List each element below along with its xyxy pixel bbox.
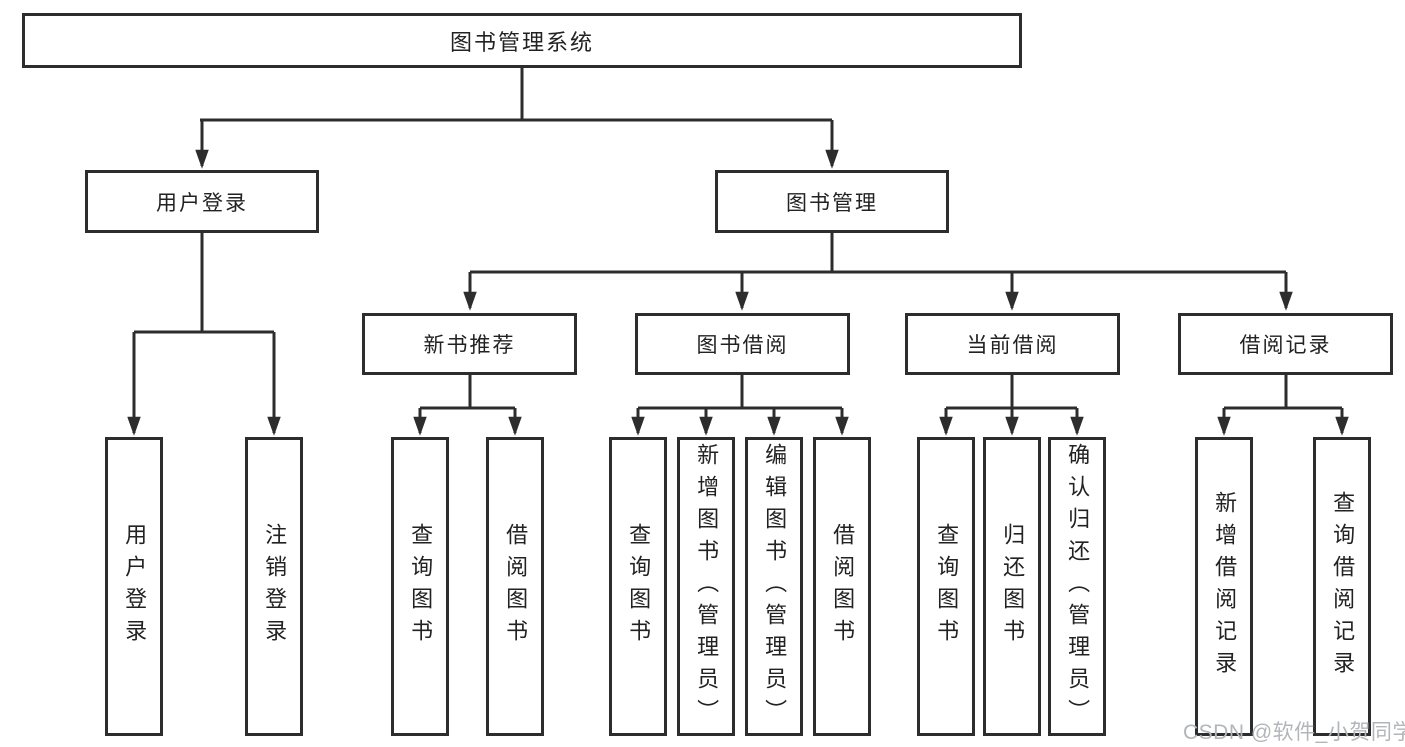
leaf-add-books-admin: 新增图书（管理员） (677, 437, 735, 736)
leaf-query-books-current: 查询图书 (917, 437, 975, 736)
node-label: 借阅图书 (503, 522, 529, 651)
node-new-book-recommend: 新书推荐 (362, 313, 577, 375)
node-label: 归还图书 (1000, 522, 1026, 651)
leaf-query-borrow-record: 查询借阅记录 (1313, 437, 1371, 736)
leaf-borrow-books: 借阅图书 (813, 437, 871, 736)
leaf-logout: 注销登录 (245, 437, 303, 736)
node-label: 确认归还（管理员） (1065, 442, 1091, 731)
node-label: 新书推荐 (423, 334, 516, 357)
leaf-add-borrow-record: 新增借阅记录 (1195, 437, 1253, 736)
csdn-watermark: CSDN @软件_小贺同学 (1183, 721, 1405, 744)
leaf-edit-books-admin: 编辑图书（管理员） (745, 437, 803, 736)
node-label: 图书借阅 (696, 334, 789, 357)
node-label: 查询图书 (934, 522, 960, 651)
node-label: 图书管理 (786, 191, 878, 215)
node-label: 查询图书 (626, 522, 652, 651)
node-label: 用户登录 (156, 191, 248, 215)
leaf-query-books-borrow: 查询图书 (609, 437, 667, 736)
node-library-management-system: 图书管理系统 (22, 13, 1022, 68)
node-borrow-record: 借阅记录 (1178, 313, 1393, 375)
node-label: 新增借阅记录 (1212, 490, 1238, 683)
node-user-login: 用户登录 (85, 170, 319, 233)
node-label: 图书管理系统 (449, 29, 594, 55)
node-book-management: 图书管理 (715, 170, 949, 233)
leaf-borrow-books-recommend: 借阅图书 (486, 437, 544, 736)
leaf-user-login: 用户登录 (105, 437, 163, 736)
node-book-borrow: 图书借阅 (635, 313, 850, 375)
leaf-return-books: 归还图书 (983, 437, 1041, 736)
leaf-query-books-recommend: 查询图书 (391, 437, 449, 736)
node-label: 新增图书（管理员） (694, 442, 720, 731)
node-label: 编辑图书（管理员） (762, 442, 788, 731)
node-label: 当前借阅 (966, 334, 1059, 357)
node-current-borrow: 当前借阅 (905, 313, 1120, 375)
node-label: 借阅图书 (830, 522, 856, 651)
leaf-confirm-return-admin: 确认归还（管理员） (1048, 437, 1106, 736)
node-label: 借阅记录 (1239, 334, 1332, 357)
node-label: 查询借阅记录 (1330, 490, 1356, 683)
node-label: 注销登录 (262, 522, 288, 651)
node-label: 用户登录 (122, 522, 148, 651)
node-label: 查询图书 (408, 522, 434, 651)
